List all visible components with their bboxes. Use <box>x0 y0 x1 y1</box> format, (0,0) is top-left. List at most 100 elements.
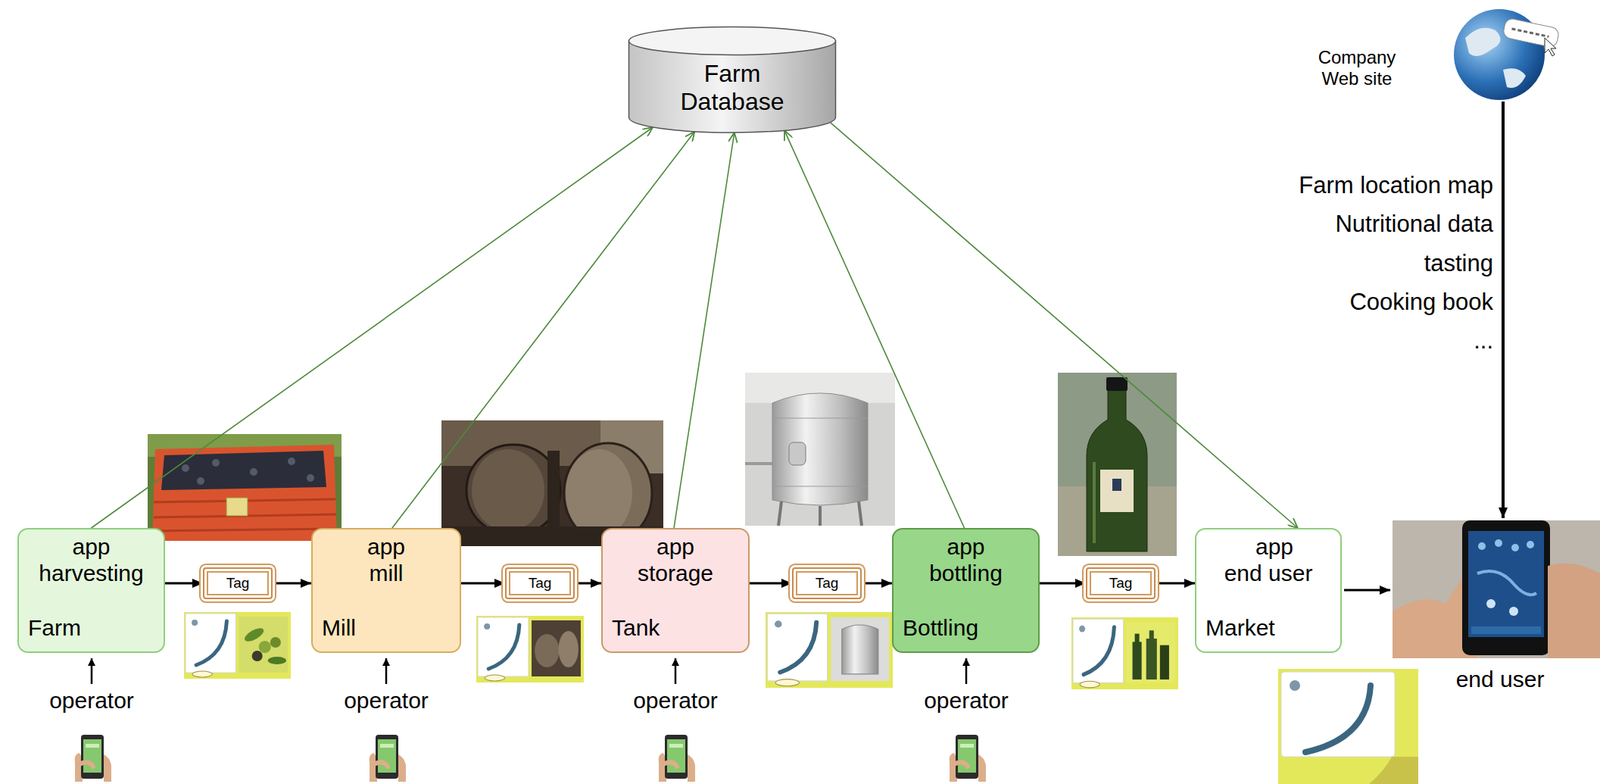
operator-phone <box>74 734 112 782</box>
stage-name: Bottling <box>902 614 979 642</box>
database-label: Farm Database <box>667 59 797 116</box>
tag-thumbnail <box>765 611 893 688</box>
database-cylinder-top <box>629 27 836 56</box>
end-user-phone-photo <box>1526 540 1535 549</box>
app-box: app storageTank <box>601 527 750 653</box>
crate-photo <box>212 458 220 467</box>
tag-thumbnail <box>534 633 559 668</box>
market-thumbnail <box>1305 685 1371 752</box>
app-name: app mill <box>352 533 421 587</box>
flow-arrow <box>461 582 506 585</box>
tank-photo <box>772 392 868 506</box>
tank-photo <box>772 486 868 487</box>
operator-phone <box>74 734 986 782</box>
crate-photo <box>226 497 248 516</box>
tag-label: Tag <box>528 574 553 592</box>
end-user-phone-photo <box>1547 563 1600 659</box>
bottle-photo <box>1100 469 1134 512</box>
site-content-item: tasting <box>1424 249 1494 278</box>
app-box: app end userMarket <box>1194 527 1342 653</box>
flow-arrow <box>749 582 793 585</box>
operator-phone <box>949 734 986 782</box>
site-content-item: Cooking book <box>1349 288 1494 316</box>
tag-label: Tag <box>815 574 839 592</box>
site-content-item: Nutritional data <box>1334 210 1494 238</box>
tag-thumbnail <box>270 636 281 648</box>
globe-icon <box>1465 28 1501 57</box>
app-name: app bottling <box>916 533 1016 587</box>
bottle-photo <box>1106 377 1128 391</box>
crate-photo <box>147 433 342 541</box>
end-user-phone-photo <box>1462 520 1551 655</box>
role-label: operator <box>923 687 1009 715</box>
operator-arrow <box>674 658 677 684</box>
tag-thumbnail <box>1149 630 1154 640</box>
operator-arrow <box>90 658 94 684</box>
tank-photo <box>789 442 806 465</box>
end-user-phone-photo <box>1478 542 1486 550</box>
end-user-phone-photo <box>1468 530 1544 637</box>
end-user-phone-photo <box>1511 543 1519 552</box>
site-content-item: Farm location map <box>1298 171 1494 200</box>
mill-photo <box>466 444 561 536</box>
operator-arrow <box>385 658 388 684</box>
stage-name: Tank <box>611 614 660 642</box>
tag-thumbnail <box>1071 617 1179 690</box>
tank-photo <box>745 372 896 526</box>
role-label: operator <box>633 687 718 715</box>
tag-thumbnail <box>242 625 266 644</box>
market-thumbnail <box>1278 668 1419 784</box>
tag-thumbnail <box>1135 633 1140 644</box>
app-box: app harvestingFarm <box>17 527 166 653</box>
app-box: app bottlingBottling <box>892 527 1040 653</box>
bottle-photo <box>1112 478 1122 491</box>
globe-icon <box>1503 68 1526 88</box>
role-label: operator <box>343 687 429 715</box>
flow-arrow <box>574 582 602 585</box>
app-box: app millMill <box>311 527 462 653</box>
end-user-phone-photo <box>1392 520 1600 659</box>
crate-photo <box>196 477 205 485</box>
market-thumbnail <box>1278 668 1419 784</box>
operator-arrow <box>91 658 967 684</box>
mill-photo <box>565 449 633 537</box>
operator-phone <box>658 734 696 782</box>
globe-icon <box>1512 28 1550 37</box>
bottle-photo <box>1092 461 1096 543</box>
mill-photo <box>547 450 560 534</box>
crate-photo <box>287 457 296 465</box>
tag-thumbnail <box>1132 641 1142 680</box>
crate-photo <box>181 464 190 472</box>
rfid-tag: Tag <box>202 567 273 599</box>
end-user-phone-photo <box>1509 606 1519 616</box>
flow-arrow <box>861 582 893 585</box>
flow-arrow <box>1039 582 1086 585</box>
crate-photo <box>249 467 258 476</box>
globe-icon <box>1453 9 1560 100</box>
tag-thumbnail <box>476 615 584 683</box>
tag-thumbnail <box>476 615 584 683</box>
globe-icon <box>1544 37 1557 57</box>
end-user-phone-photo <box>1486 598 1496 609</box>
crate-photo <box>161 450 327 490</box>
app-name: app end user <box>1222 533 1314 587</box>
market-thumbnail <box>1281 671 1395 757</box>
data-link-arrow <box>673 132 735 528</box>
tag-thumbnail <box>258 640 272 653</box>
flow-arrow <box>272 582 312 585</box>
data-link-arrow <box>392 131 695 528</box>
app-name: app storage <box>626 533 725 587</box>
end-user-phone-photo <box>1471 626 1541 634</box>
market-thumbnail <box>1369 756 1419 784</box>
tag-thumbnail <box>1146 638 1158 680</box>
tag-thumbnail <box>1160 645 1170 680</box>
tank-photo <box>778 501 862 526</box>
tag-thumbnail <box>1071 617 1179 690</box>
rfid-tag: Tag <box>505 567 575 599</box>
operator-phone <box>369 734 406 782</box>
end-user-phone-photo <box>1494 539 1503 547</box>
web-link-line <box>1501 101 1505 518</box>
rfid-tag: Tag <box>792 567 862 599</box>
rfid-tag: Tag <box>1085 567 1156 599</box>
